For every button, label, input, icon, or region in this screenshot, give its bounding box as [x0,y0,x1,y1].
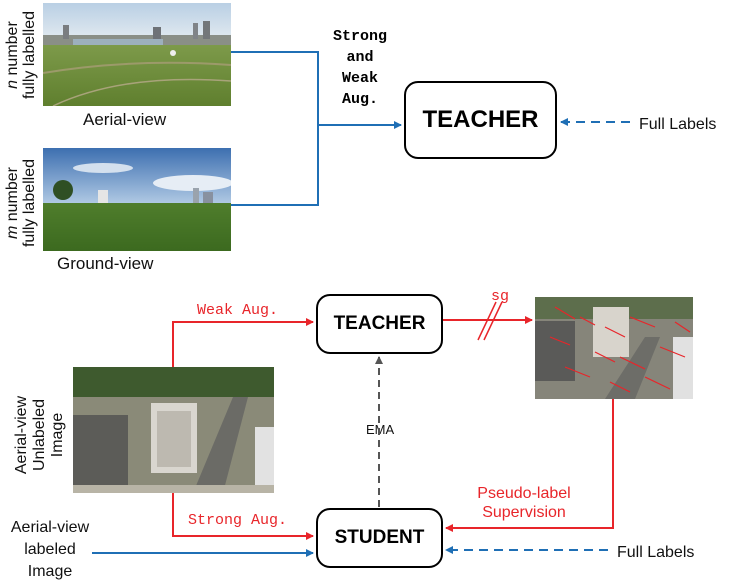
pseudo-labeled-photo [535,297,693,399]
ground-to-teacher-line [231,125,319,206]
student-label: STUDENT [334,527,425,548]
pseudo-label-arrow [445,399,614,532]
aerial-view-caption: Aerial-view [83,110,167,129]
full-labels-top: Full Labels [639,116,717,133]
aerial-view-photo [43,3,231,106]
sg-slash-1 [477,301,497,341]
pseudo-label-supervision: Pseudo-label Supervision [477,485,571,521]
teacher-label: TEACHER [333,313,426,334]
weak-aug-label: Weak Aug. [197,302,279,319]
weak-aug-arrow [172,318,314,367]
teacher-box-top: TEACHER [404,81,557,159]
ema-label: EMA [365,422,396,437]
ground-view-photo [43,148,231,251]
full-labels-bottom: Full Labels [617,544,695,561]
teacher-box-bottom: TEACHER [316,294,443,354]
strong-aug-arrow [172,493,314,540]
labeled-image-label: Aerial-view labeled Image [10,519,90,580]
aerial-to-teacher-line [231,51,402,129]
sg-label: sg [491,288,510,305]
strong-aug-label: Strong Aug. [188,512,288,529]
ground-view-caption: Ground-view [57,254,154,273]
teacher-label: TEACHER [422,106,539,133]
student-box: STUDENT [316,508,443,568]
sg-slash-2 [483,301,503,341]
unlabeled-aerial-photo [73,367,274,493]
strong-weak-aug-label: Strong and Weak Aug. [332,28,387,108]
